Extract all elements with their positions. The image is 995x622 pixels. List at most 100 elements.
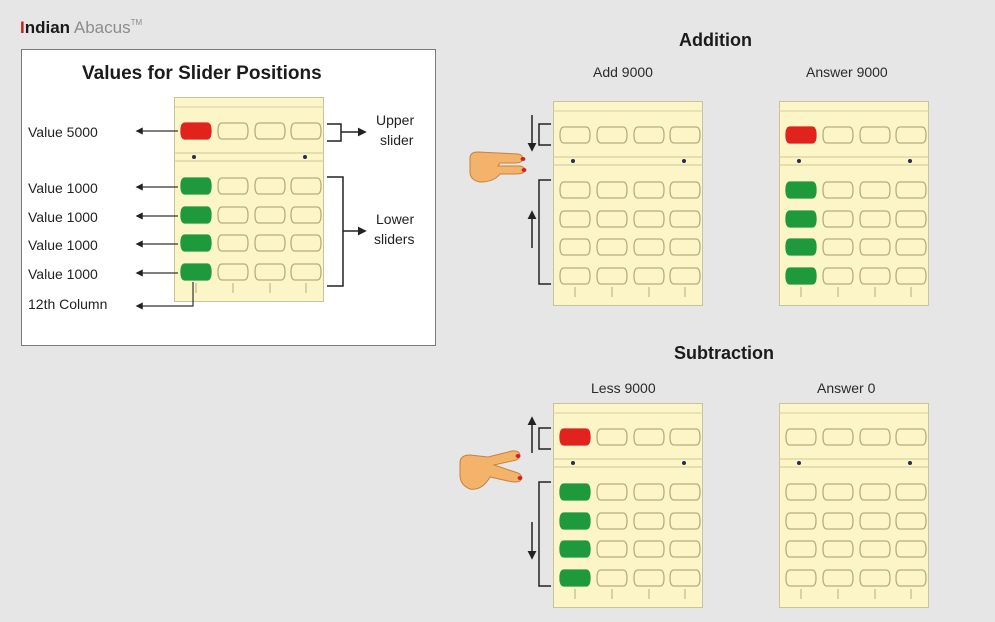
upper-bead: [822, 126, 854, 144]
lower-bead: [859, 181, 891, 199]
logo-word-abacus: Abacus: [73, 18, 131, 37]
upper-bead: [822, 428, 854, 446]
lower-bead: [785, 210, 817, 228]
lower-bead: [596, 181, 628, 199]
lower-sliders-label-line1: Lower: [376, 211, 415, 227]
upper-bead: [669, 126, 701, 144]
lower-bead: [217, 234, 249, 252]
upper-slider-label-line1: Upper: [376, 112, 415, 128]
lower-bead: [217, 177, 249, 195]
lower-bead: [895, 483, 927, 501]
lower-bead: [559, 181, 591, 199]
lower-bead: [859, 238, 891, 256]
abacus-marker-dot: [303, 155, 307, 159]
lower-bead: [785, 181, 817, 199]
lower-bead: [822, 483, 854, 501]
lower-bead: [596, 540, 628, 558]
upper-slider-label-line2: slider: [380, 132, 414, 148]
lower-bead: [217, 263, 249, 281]
lower-bead: [822, 238, 854, 256]
lower-bead: [895, 540, 927, 558]
lower-bead: [633, 267, 665, 285]
lower-bead: [254, 234, 286, 252]
logo-letter-i: I: [20, 18, 25, 37]
lower-bead: [669, 238, 701, 256]
upper-bead: [859, 126, 891, 144]
less-caption: Less 9000: [591, 380, 656, 396]
lower-bead: [633, 238, 665, 256]
lower-bead: [559, 210, 591, 228]
subtraction-title: Subtraction: [674, 343, 775, 363]
lower-bead: [859, 267, 891, 285]
abacus-drawing: [553, 412, 703, 599]
lower-bead: [822, 267, 854, 285]
less-abacus: [553, 403, 703, 608]
add-caption: Add 9000: [593, 64, 653, 80]
lower-bead: [822, 569, 854, 587]
legend-value-label: Value 1000: [28, 209, 98, 225]
lower-bead: [669, 181, 701, 199]
legend-abacus: [174, 97, 324, 302]
lower-bead: [859, 210, 891, 228]
lower-bead: [859, 512, 891, 530]
abacus-marker-dot: [682, 461, 686, 465]
pointing-hand-icon: [469, 151, 527, 183]
lower-bead: [559, 483, 591, 501]
upper-bead: [596, 428, 628, 446]
abacus-marker-dot: [571, 159, 575, 163]
lower-bead: [895, 569, 927, 587]
lower-bead: [596, 569, 628, 587]
lower-bead: [669, 483, 701, 501]
lower-bead: [290, 263, 322, 281]
lower-bead: [559, 540, 591, 558]
pointing-hand-icon: [459, 450, 523, 490]
lower-bead: [254, 263, 286, 281]
upper-bead: [895, 126, 927, 144]
logo-trademark: TM: [130, 18, 143, 27]
lower-bead: [559, 512, 591, 530]
legend-title: Values for Slider Positions: [82, 63, 322, 84]
abacus-marker-dot: [797, 461, 801, 465]
lower-bead: [785, 512, 817, 530]
lower-bead: [180, 234, 212, 252]
lower-bead: [669, 512, 701, 530]
lower-bead: [785, 238, 817, 256]
lower-bead: [785, 540, 817, 558]
lower-bead: [895, 512, 927, 530]
lower-bead: [596, 210, 628, 228]
legend-value-label: Value 1000: [28, 266, 98, 282]
lower-bead: [822, 512, 854, 530]
upper-bead: [559, 126, 591, 144]
lower-bead: [217, 206, 249, 224]
upper-bracket: [327, 123, 342, 142]
upper-bead: [633, 126, 665, 144]
upper-bead: [596, 126, 628, 144]
abacus-marker-dot: [682, 159, 686, 163]
logo-word-indian: ndian: [24, 18, 71, 37]
lower-bead: [822, 540, 854, 558]
lower-bead: [559, 238, 591, 256]
upper-bead: [180, 122, 212, 140]
lower-bead: [785, 569, 817, 587]
less-answer-caption: Answer 0: [817, 380, 876, 396]
upper-bead: [633, 428, 665, 446]
less-upper-bracket: [538, 427, 551, 450]
lower-bracket: [327, 176, 344, 287]
indian-abacus-logo: Indian AbacusTM: [20, 18, 142, 38]
legend-value-label: Value 1000: [28, 237, 98, 253]
lower-bead: [254, 177, 286, 195]
lower-bead: [596, 267, 628, 285]
lower-bead: [785, 483, 817, 501]
add-lower-bracket: [538, 179, 551, 285]
upper-bead: [254, 122, 286, 140]
lower-bead: [290, 177, 322, 195]
legend-value-label: Value 5000: [28, 124, 98, 140]
upper-bead: [895, 428, 927, 446]
upper-bead: [217, 122, 249, 140]
lower-bead: [822, 181, 854, 199]
lower-bead: [895, 238, 927, 256]
lower-bead: [254, 206, 286, 224]
lower-bead: [180, 177, 212, 195]
